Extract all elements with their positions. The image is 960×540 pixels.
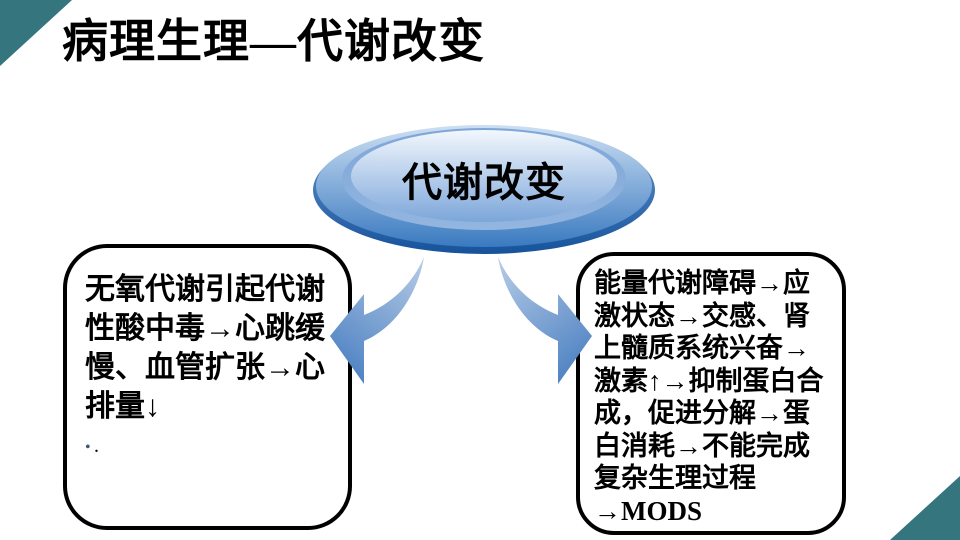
bullet-dot-icon: • (85, 439, 91, 456)
corner-triangle-bottom-right-icon (890, 476, 960, 540)
corner-triangle-top-left-icon (0, 0, 72, 66)
bullet-period: . (94, 440, 99, 456)
right-box-text: 能量代谢障碍→应 激状态→交感、肾 上髓质系统兴奋→ 激素↑→抑制蛋白合 成，促… (594, 268, 824, 526)
right-callout-box: 能量代谢障碍→应 激状态→交感、肾 上髓质系统兴奋→ 激素↑→抑制蛋白合 成，促… (576, 252, 846, 535)
left-box-text: 无氧代谢引起代谢 性酸中毒→心跳缓 慢、血管扩张→心 排量↓ (85, 273, 325, 423)
oval-label: 代谢改变 (402, 160, 566, 205)
left-callout-box: 无氧代谢引起代谢 性酸中毒→心跳缓 慢、血管扩张→心 排量↓ •. (63, 244, 352, 530)
slide-title: 病理生理—代谢改变 (62, 16, 485, 67)
left-box-bullet-line: •. (85, 439, 338, 457)
